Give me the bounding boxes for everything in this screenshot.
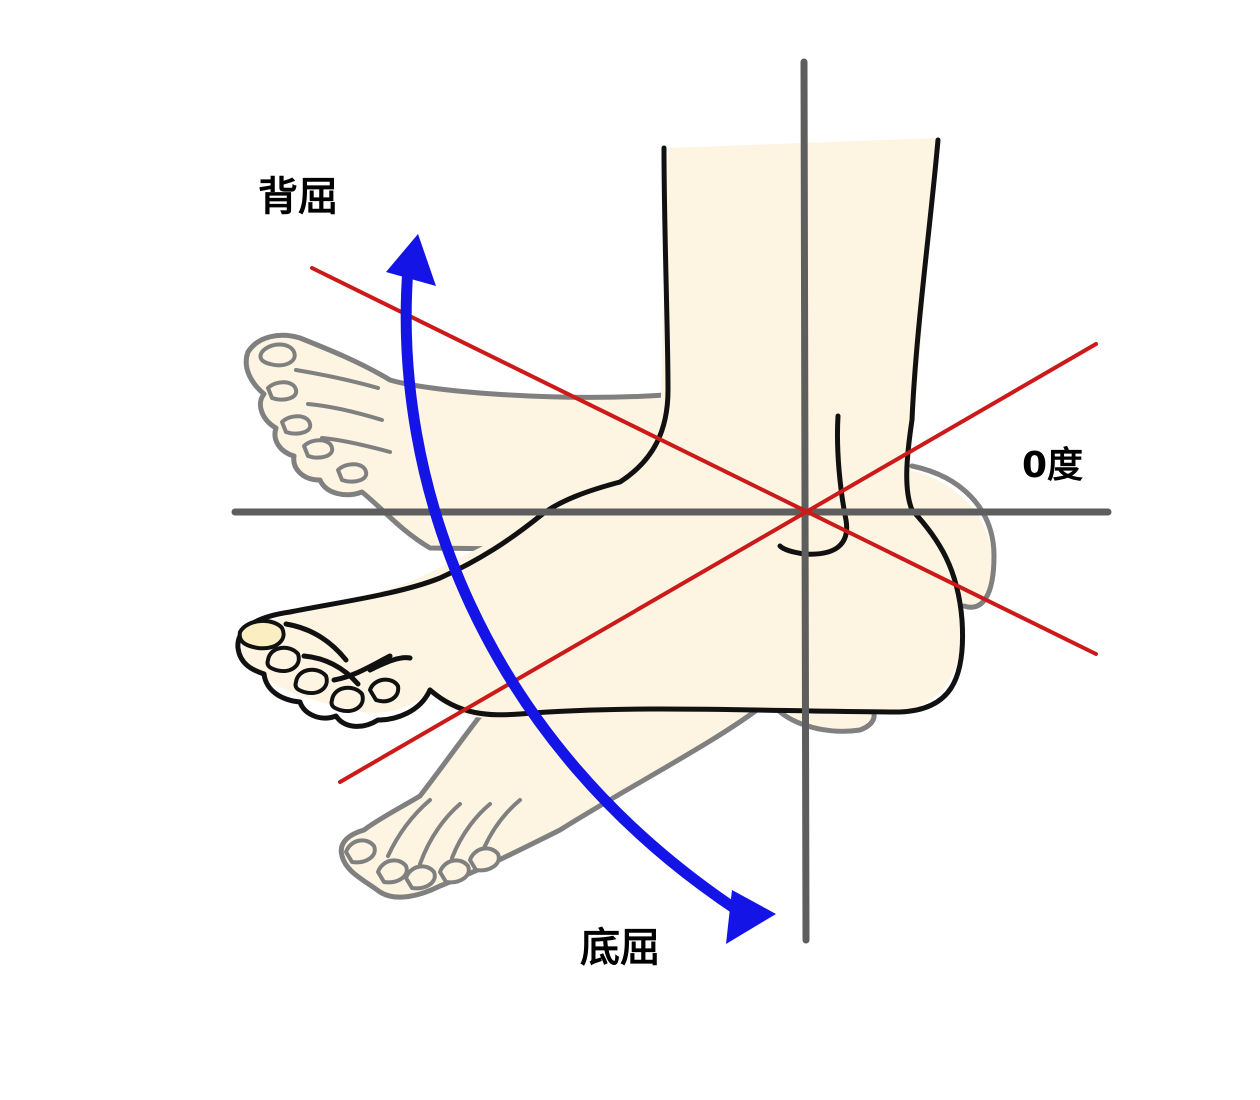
dorsiflexion-limit-line [310,266,1098,656]
arrow-head-up-icon [386,234,436,286]
zero-degree-label: 0度 [1022,445,1084,486]
angle-lines [310,266,1098,784]
dorsiflexion-label: 背屈 [258,174,338,220]
dorsiflexed-foot-ghost [243,332,668,553]
arrow-shaft [400,262,746,918]
plantarflexion-label: 底屈 [580,925,660,971]
range-of-motion-arrow [386,234,776,944]
main-foot-outline [235,137,966,729]
reference-axes [231,58,1112,944]
plantarflexed-foot-ghost [338,697,877,900]
arrow-head-down-icon [726,890,776,944]
plantarflexion-limit-line [338,342,1098,784]
vertical-axis [800,58,810,944]
heel-ghost-outline [909,463,997,610]
